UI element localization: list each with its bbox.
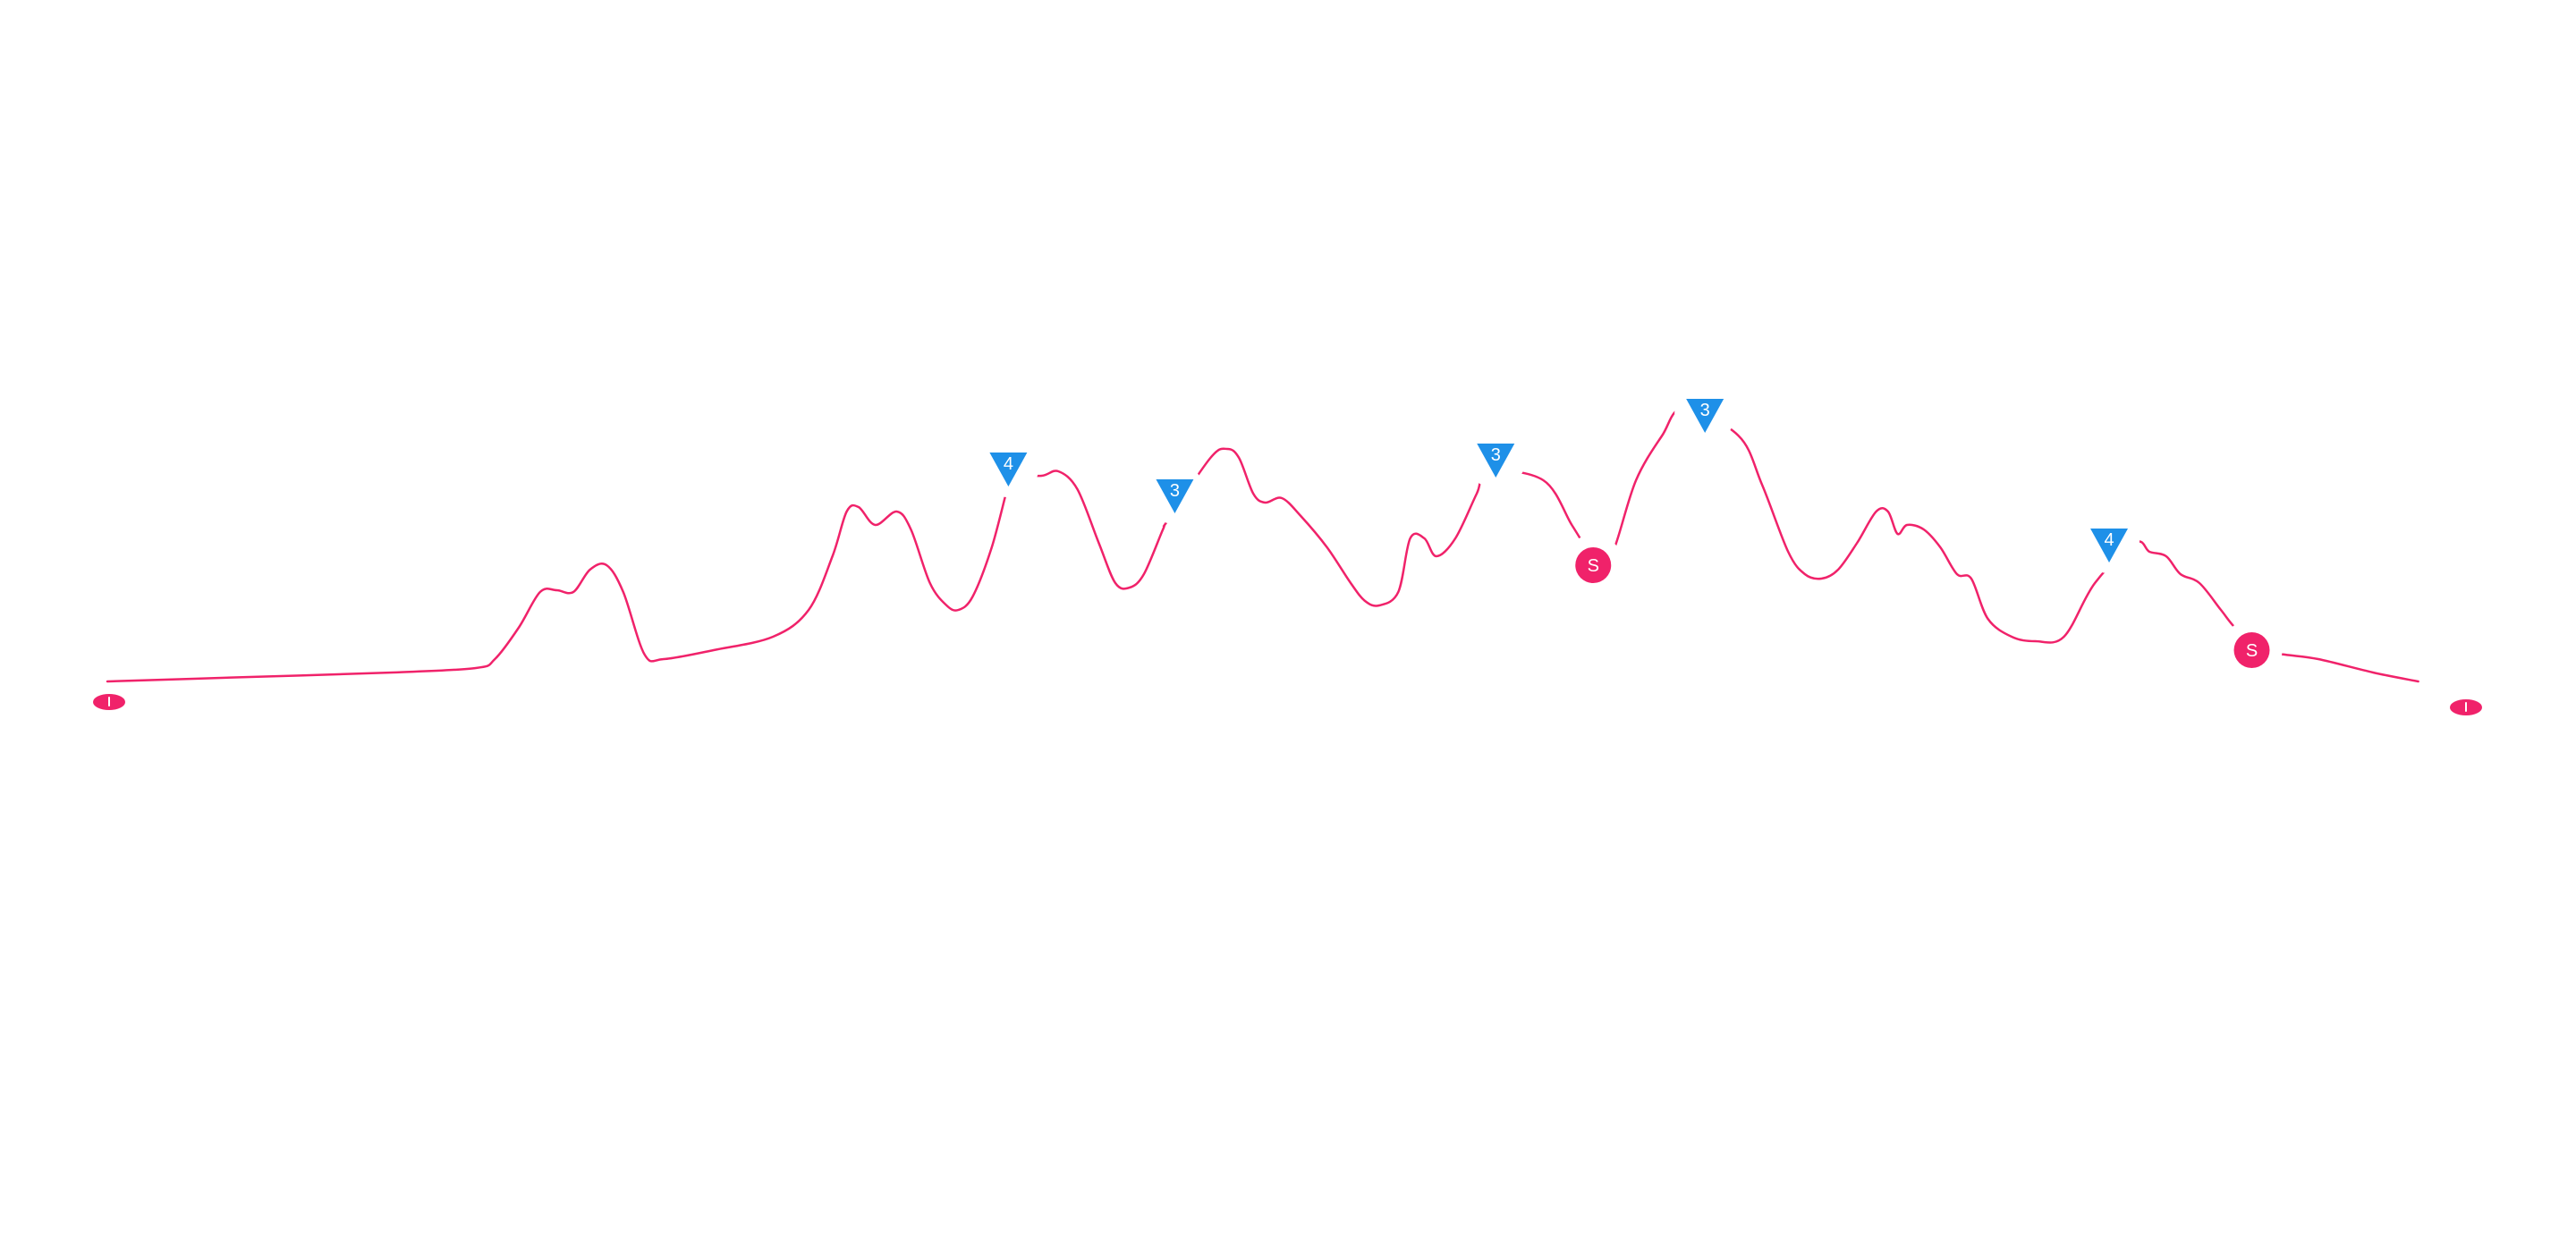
category-climb-triangle: [989, 453, 1028, 487]
category-climb-marker: 3: [1465, 427, 1527, 488]
profile-line-layer: [106, 407, 2419, 683]
category-climb-marker: 4: [2079, 512, 2140, 573]
sprint-marker: S: [2221, 620, 2283, 681]
finish-marker: [2450, 699, 2482, 715]
category-climb-triangle: [1477, 444, 1515, 478]
sprint-marker-circle: [1575, 547, 1612, 583]
profile-line: [106, 407, 2419, 683]
category-climb-marker: 4: [978, 436, 1039, 497]
category-climb-triangle: [1156, 479, 1194, 514]
endpoint-layer: [93, 694, 2482, 715]
start-marker: [93, 694, 125, 710]
sprint-marker: S: [1563, 535, 1624, 596]
category-climb-marker: 3: [1674, 383, 1736, 444]
sprint-marker-circle: [2233, 632, 2270, 668]
category-climb-triangle: [2090, 529, 2129, 563]
category-climb-triangle: [1686, 399, 1724, 434]
category-climb-marker: 3: [1144, 463, 1206, 524]
